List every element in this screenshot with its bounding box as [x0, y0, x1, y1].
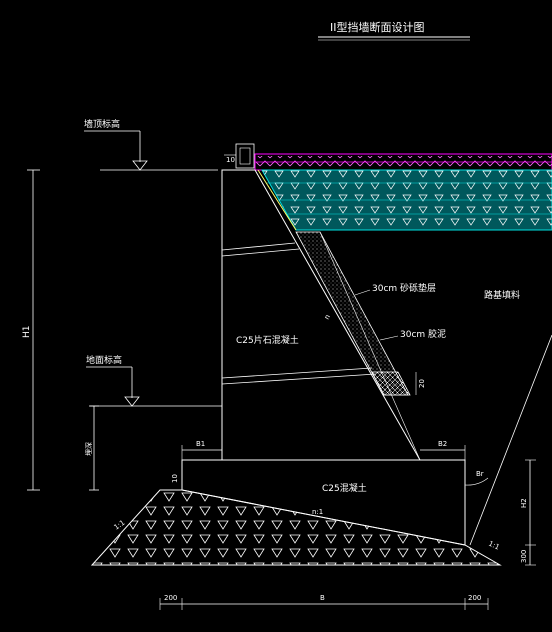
drawing-title: II型挡墙断面设计图	[330, 20, 425, 34]
dim-20-label: 20	[418, 379, 426, 388]
wall-construction-joint-1	[221, 242, 296, 251]
parapet-dim-label: 10	[226, 156, 235, 164]
wall-construction-joint-1b	[221, 248, 300, 257]
subgrade-slope-line	[469, 334, 552, 546]
bury-dim-label: 埋深	[84, 442, 93, 456]
pavement-yellow-edge	[257, 169, 297, 231]
ground-elev-triangle-icon	[124, 396, 140, 407]
pavement-bottom-slope	[319, 231, 421, 461]
subgrade-fill-label: 路基填料	[484, 289, 520, 301]
clay-layer-label: 30cm 胶泥	[400, 328, 446, 340]
parapet-inner	[239, 147, 251, 165]
base-dim-10-label: 10	[171, 474, 179, 483]
bedding-cushion	[90, 489, 502, 566]
gravel-layer-label: 30cm 砂砾垫层	[372, 282, 436, 294]
slope-nl-label: n:1	[312, 508, 323, 516]
height-dim-label: H1	[22, 326, 32, 339]
slope-right-label: 1:1	[487, 540, 501, 552]
ground-elevation-label: 地面标高	[86, 354, 122, 366]
clay-callout-leader	[379, 335, 399, 341]
angle-br-arc	[464, 477, 489, 486]
wall-construction-joint-2b	[221, 373, 377, 385]
gravel-callout-leader	[354, 289, 371, 296]
angle-br-label: Br	[476, 470, 484, 478]
wall-construction-joint-2	[221, 367, 373, 379]
dim-300-label: 300	[520, 550, 528, 563]
bottom-dim-b-label: B	[320, 594, 325, 602]
wall-concrete-label: C25片石混凝土	[236, 334, 299, 346]
h2-dim-label: H2	[520, 498, 528, 508]
bottom-dim-200-right: 200	[468, 594, 481, 602]
wall-top-elevation-label: 墙顶标高	[84, 118, 120, 130]
wall-top-elev-triangle-icon	[132, 160, 148, 171]
bottom-dim-200-left: 200	[164, 594, 177, 602]
b2-dim-label: B2	[438, 440, 447, 448]
slope-n-label: n	[323, 313, 332, 321]
b1-dim-label: B1	[196, 440, 205, 448]
clay-cap-layer	[371, 371, 411, 396]
base-concrete-label: C25混凝土	[322, 482, 367, 494]
